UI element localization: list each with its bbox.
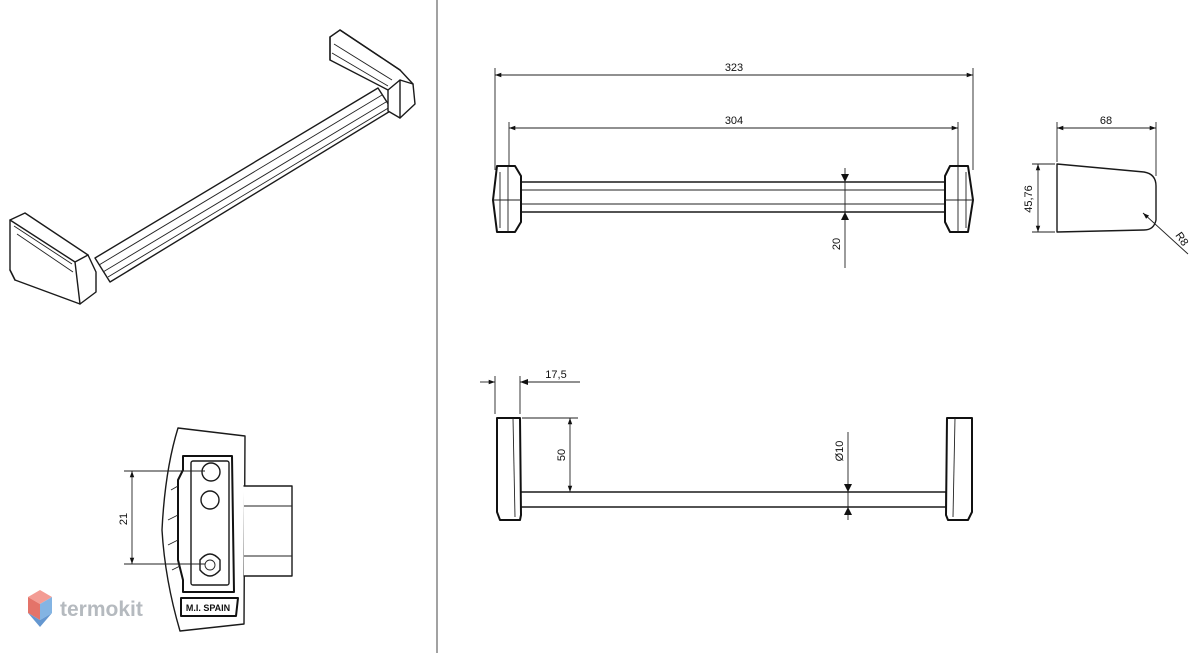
termokit-watermark: termokit [28, 590, 143, 627]
top-view: 17,5 50 Ø10 [480, 369, 973, 521]
side-height-dim-label: 45,76 [1023, 185, 1035, 213]
front-inner-dim-label: 304 [725, 115, 743, 127]
side-view: 68 45,76 R8 [1023, 115, 1191, 255]
side-depth-dim-label: 68 [1100, 115, 1112, 127]
detail-hole-spacing-label: 21 [118, 513, 130, 525]
detail-stamp-label: M.I. SPAIN [186, 603, 230, 613]
front-bar-dim-label: 20 [831, 238, 843, 250]
side-radius-label: R8 [1173, 230, 1191, 248]
top-end-width-dim-label: 17,5 [545, 369, 566, 381]
front-overall-dim-label: 323 [725, 62, 743, 74]
isometric-view [9, 29, 416, 305]
top-bar-diameter-label: Ø10 [834, 441, 846, 462]
front-view: 323 304 20 [492, 62, 974, 268]
termokit-logo-icon [28, 590, 52, 627]
watermark-brand-text: termokit [60, 598, 143, 621]
detail-view: M.I. SPAIN 21 [118, 427, 293, 632]
top-projection-dim-label: 50 [556, 449, 568, 461]
